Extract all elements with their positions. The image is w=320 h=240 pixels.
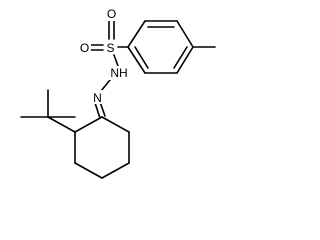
oxygen-top-label: O [107, 7, 116, 21]
nitrogen-atom: N [91, 90, 104, 105]
atom-labels: O O S NH N [78, 7, 130, 105]
nitrogen-label: N [93, 91, 102, 105]
cyclohexane-bond-1 [101, 116, 130, 133]
ring-bond-c6-c1 [127, 46, 146, 74]
nh-label: NH [110, 66, 127, 80]
cyclohexane-bond-6 [74, 116, 103, 133]
ring-bond-c3-c4 [176, 20, 194, 48]
ring-double-bond-inner-2 [173, 46, 188, 69]
bonds [20, 20, 216, 179]
ring-bond-c4-c5 [176, 46, 194, 74]
oxygen-left-atom: O [78, 40, 91, 55]
sulfur-nitrogen-bond [113, 54, 119, 67]
sulfur-label: S [106, 41, 114, 55]
oxygen-top-atom: O [105, 7, 118, 21]
nitrogen-nitrogen-bond [100, 79, 111, 92]
nh-atom: NH [108, 66, 130, 80]
ring-double-bond-inner-3 [134, 46, 149, 69]
cyclohexane-bond-3 [101, 162, 130, 179]
oxygen-left-label: O [80, 41, 89, 55]
imine-double-bond-a [94, 102, 101, 119]
cyclohexane-bond-4 [74, 162, 103, 179]
sulfur-atom: S [104, 40, 117, 55]
tert-butyl-bond [47, 116, 76, 133]
ring-bond-c1-c2 [127, 20, 146, 48]
imine-double-bond-b [99, 101, 106, 117]
chemical-structure-diagram: O O S NH N [20, 7, 216, 179]
